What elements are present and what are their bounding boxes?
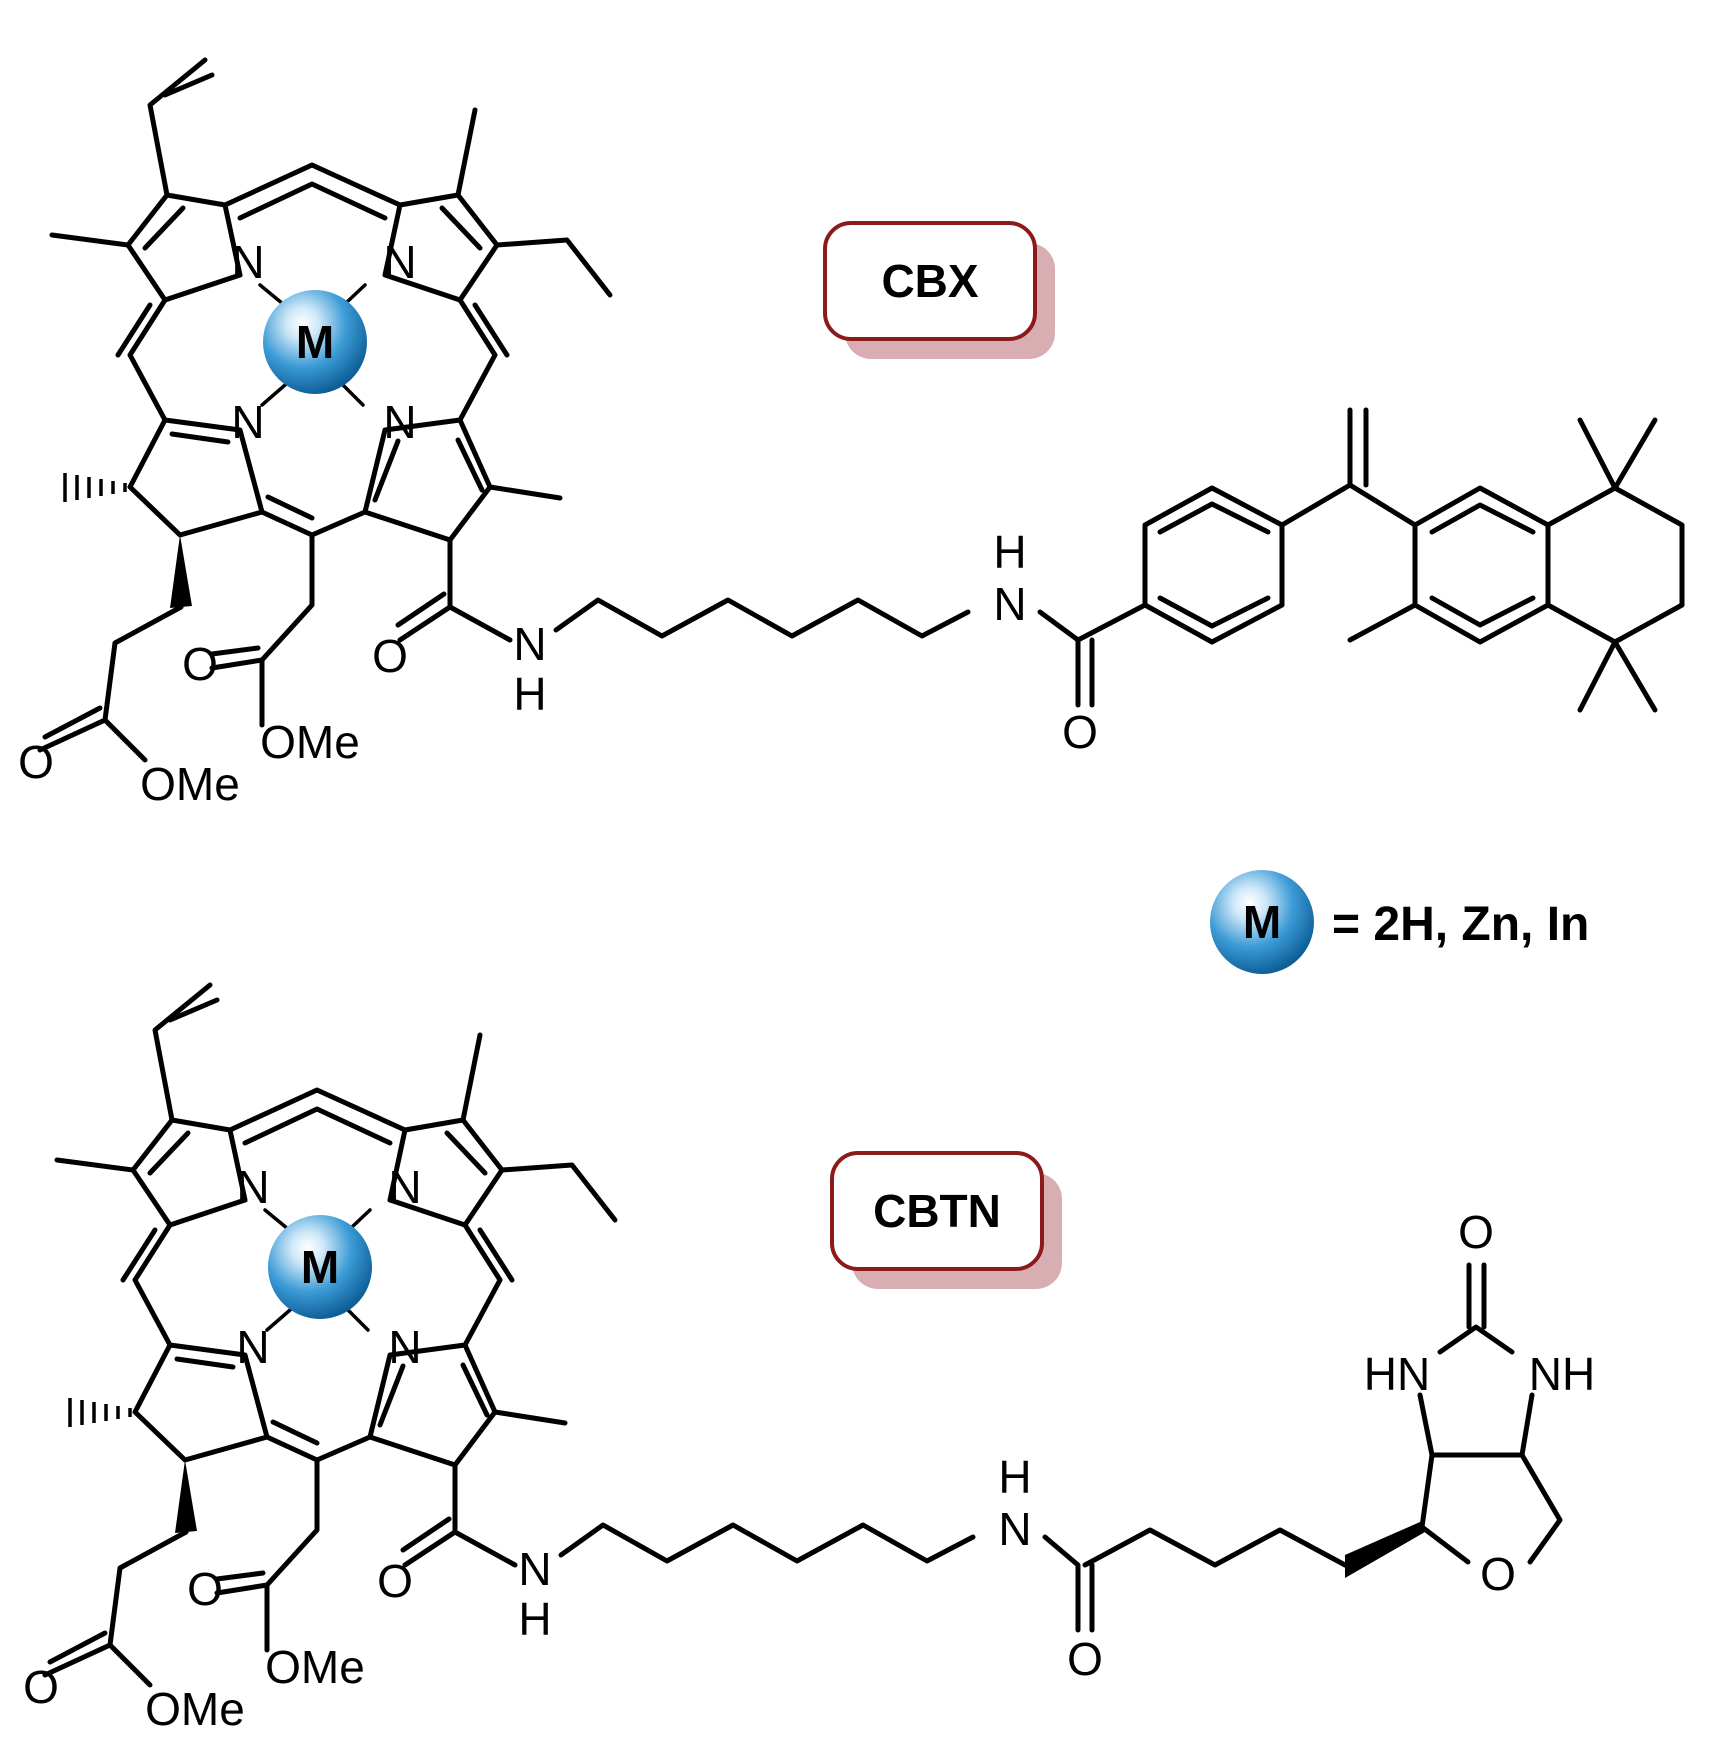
atom-n: N (513, 618, 546, 670)
atom-n: N (388, 1161, 421, 1213)
compound-cbtn: M N N N N O OMe O OMe O N H H N O O (23, 985, 1595, 1735)
metal-sphere: M (263, 290, 367, 394)
metal-symbol: M (296, 316, 334, 368)
legend-metal-symbol: M (1243, 896, 1281, 948)
atom-n: N (231, 396, 264, 448)
atom-n: N (993, 578, 1026, 630)
compound-label-cbx: CBX (823, 221, 1055, 359)
metal-sphere-icon (1210, 870, 1314, 974)
atom-n: N (998, 1503, 1031, 1555)
atom-n: N (236, 1321, 269, 1373)
atom-o: O (1458, 1206, 1494, 1258)
atom-o: O (187, 1563, 223, 1615)
atom-ome: OMe (260, 716, 360, 768)
compound-label-text: CBX (881, 255, 978, 307)
compound-label-cbtn: CBTN (830, 1151, 1062, 1289)
atom-o: O (372, 630, 408, 682)
atom-n: N (388, 1321, 421, 1373)
atom-o: O (1062, 706, 1098, 758)
atom-ome: OMe (145, 1683, 245, 1735)
atom-n: N (518, 1543, 551, 1595)
atom-n: N (236, 1161, 269, 1213)
atom-h: H (998, 1451, 1031, 1503)
metal-legend: M = 2H, Zn, In (1210, 870, 1589, 974)
atom-o: O (377, 1555, 413, 1607)
legend-text: = 2H, Zn, In (1332, 898, 1589, 951)
atom-o: O (18, 736, 54, 788)
atom-nh: NH (1529, 1348, 1595, 1400)
atom-o: O (1067, 1633, 1103, 1685)
atom-n: N (231, 236, 264, 288)
metal-sphere: M (268, 1215, 372, 1319)
atom-o: O (1480, 1548, 1516, 1600)
atom-h: H (513, 668, 546, 720)
compound-cbx: M N N N N O OMe O OMe O N H H N O (18, 60, 1685, 810)
atom-ome: OMe (265, 1641, 365, 1693)
compound-label-text: CBTN (873, 1185, 1001, 1237)
atom-o: O (182, 638, 218, 690)
atom-o: O (23, 1661, 59, 1713)
metal-symbol: M (301, 1241, 339, 1293)
atom-n: N (383, 396, 416, 448)
atom-h: H (518, 1593, 551, 1645)
atom-hn: HN (1364, 1348, 1430, 1400)
atom-n: N (383, 236, 416, 288)
atom-ome: OMe (140, 758, 240, 810)
atom-h: H (993, 526, 1026, 578)
